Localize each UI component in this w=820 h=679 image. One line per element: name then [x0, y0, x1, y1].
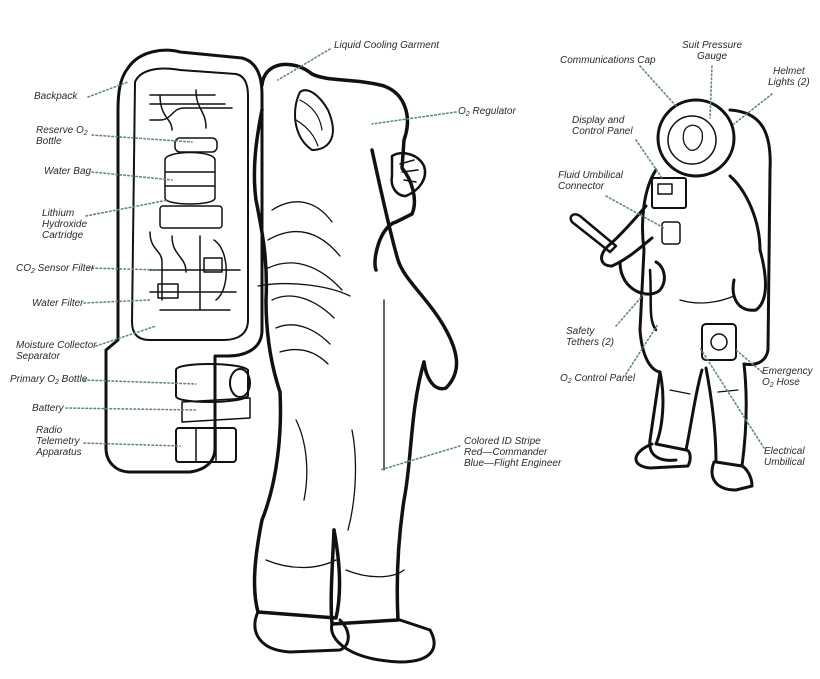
label-water-filter: Water Filter: [32, 298, 84, 309]
label-lithium-hydroxide-cartridge: Lithium Hydroxide Cartridge: [42, 208, 88, 241]
label-liquid-cooling-garment: Liquid Cooling Garment: [334, 40, 440, 51]
label-battery: Battery: [32, 403, 64, 414]
label-emergency-o2-hose: Emergency O2 Hose: [762, 366, 813, 389]
label-fluid-umbilical-connector: Fluid Umbilical Connector: [558, 170, 624, 192]
label-suit-pressure-gauge: Suit Pressure Gauge: [682, 40, 743, 62]
label-reserve-o2-bottle: Reserve O2 Bottle: [36, 125, 88, 147]
label-display-and-control-panel: Display and Control Panel: [572, 115, 633, 137]
label-o2-regulator: O2 Regulator: [458, 106, 516, 118]
label-safety-tethers: Safety Tethers (2): [566, 326, 614, 348]
label-colored-id-stripe: Colored ID Stripe Red—Commander Blue—Fli…: [464, 436, 562, 469]
label-primary-o2-bottle: Primary O2 Bottle: [10, 374, 88, 386]
backpack-drawing: [104, 48, 264, 474]
label-communications-cap: Communications Cap: [560, 55, 656, 66]
large-astronaut-drawing: [252, 62, 459, 664]
small-astronaut-drawing: [569, 98, 772, 492]
label-co2-sensor-filter: CO2 Sensor Filter: [16, 263, 95, 275]
label-moisture-collector-separator: Moisture Collector Separator: [16, 340, 97, 362]
label-o2-control-panel: O2 Control Panel: [560, 373, 636, 385]
label-water-bag: Water Bag: [44, 166, 92, 177]
label-electrical-umbilical: Electrical Umbilical: [764, 446, 805, 468]
leader-lines: [65, 48, 773, 471]
label-backpack: Backpack: [34, 91, 78, 102]
label-helmet-lights: Helmet Lights (2): [768, 66, 810, 88]
label-radio-telemetry-apparatus: Radio Telemetry Apparatus: [36, 425, 82, 458]
